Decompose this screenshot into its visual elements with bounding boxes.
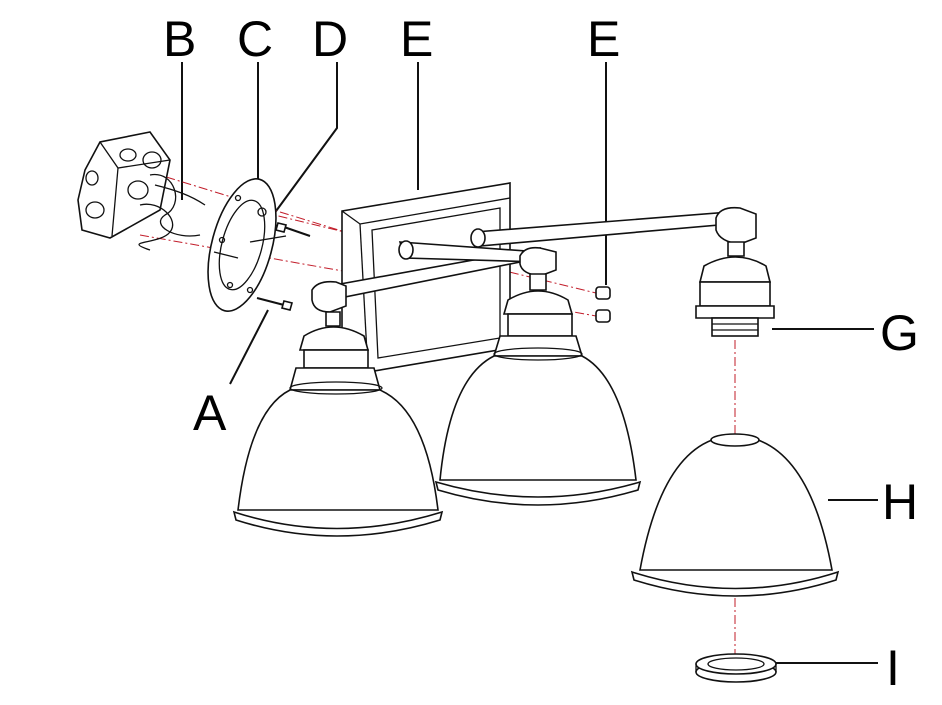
label-h: H: [882, 474, 918, 530]
label-c: C: [237, 11, 273, 67]
junction-box: [77, 131, 206, 251]
mounting-nuts: [595, 286, 611, 323]
mounting-plate: [207, 178, 287, 312]
leader-lines: [181, 62, 878, 664]
lamp-middle: [434, 273, 642, 506]
leader-d: [267, 62, 338, 223]
lamp-left: [232, 311, 444, 537]
label-i: I: [886, 640, 900, 696]
label-d: D: [312, 11, 348, 67]
arms: [311, 206, 757, 313]
ring-nut-i: [695, 653, 777, 683]
label-e-right: E: [587, 11, 620, 67]
label-e-left: E: [400, 11, 433, 67]
socket-g: [695, 241, 775, 337]
shade-h: [630, 433, 840, 597]
label-b: B: [163, 11, 196, 67]
leader-a: [229, 309, 269, 385]
screws: [256, 222, 311, 311]
label-g: G: [880, 305, 919, 361]
label-a: A: [193, 385, 227, 441]
